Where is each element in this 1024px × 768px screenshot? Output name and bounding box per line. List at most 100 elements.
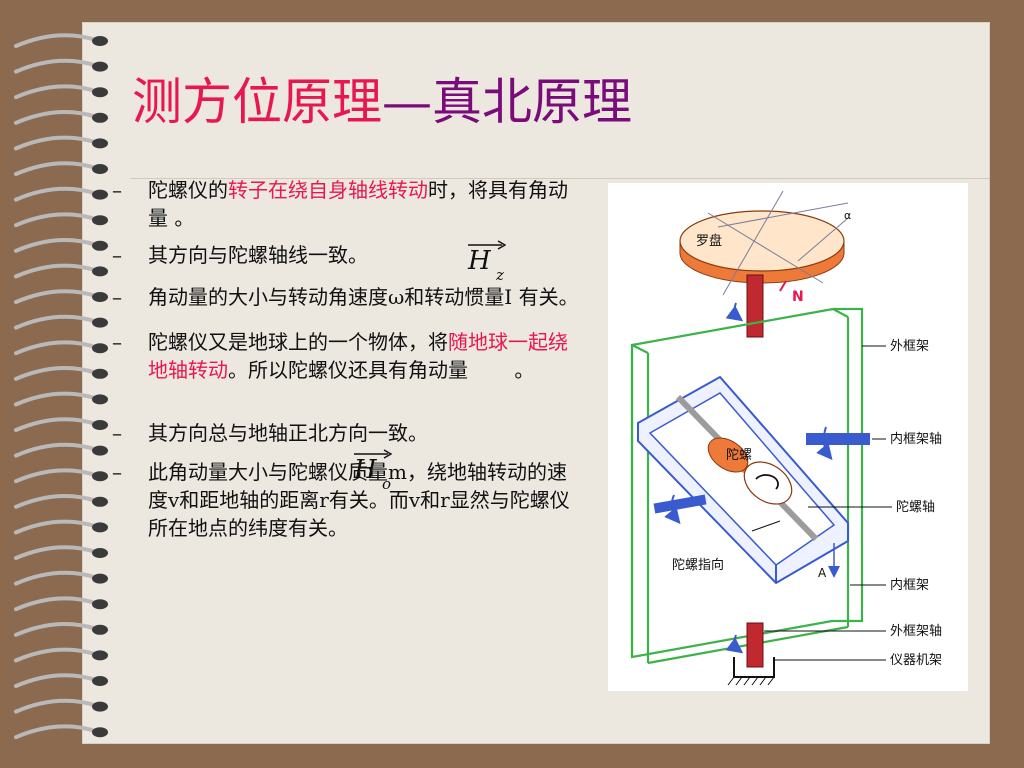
gyro-pointing-label: 陀螺指向	[672, 557, 724, 573]
bullet-item-3: – 角动量的大小与转动角速度ω和转动惯量I 有关。	[112, 283, 582, 311]
rotation-arrow-icon	[725, 634, 744, 654]
bullet-list: – 陀螺仪的转子在绕自身轴线转动时，将具有角动量 。 – 其方向与陀螺轴线一致。…	[112, 176, 582, 542]
binding-hole	[92, 368, 108, 379]
lower-shaft	[746, 622, 764, 668]
binding-ring	[14, 647, 98, 663]
bullet-text: 此角动量大小与陀螺仪质量m，绕地轴转动的速度v和距地轴的距离r有关。而v和r显然…	[148, 460, 570, 540]
base-hatching	[727, 676, 775, 686]
binding-hole	[92, 727, 108, 738]
bullet-text: 。所以陀螺仪还具有角动量 。	[228, 358, 535, 382]
binding-hole	[92, 61, 108, 72]
binding-ring	[14, 186, 98, 202]
binding-ring	[14, 33, 98, 48]
binding-hole	[92, 138, 108, 149]
bullet-marker: –	[112, 285, 122, 309]
binding-ring	[14, 314, 98, 330]
north-label: N	[792, 289, 804, 305]
title-main: 测方位原理	[132, 73, 382, 131]
title-divider	[130, 178, 990, 179]
binding-hole	[92, 624, 108, 635]
bullet-text: 陀螺仪的	[148, 178, 228, 202]
binding-hole	[92, 701, 108, 712]
rotor-label: 陀螺	[726, 447, 752, 463]
math-hz: H z	[466, 234, 512, 286]
gyro-rotor: 陀螺	[707, 437, 793, 505]
bullet-item-4: – 陀螺仪又是地球上的一个物体，将随地球一起绕地轴转动。所以陀螺仪还具有角动量 …	[112, 328, 582, 384]
binding-ring	[14, 519, 98, 535]
binding-ring	[14, 263, 98, 279]
binding-ring	[14, 494, 98, 509]
bullet-item-5: – 其方向总与地轴正北方向一致。	[112, 419, 582, 447]
bullet-highlight: 随地球一起绕地轴转动	[148, 330, 568, 382]
gyroscope-diagram-svg: 罗盘 α N	[630, 190, 942, 686]
binding-hole	[92, 676, 108, 686]
inner-frame	[637, 375, 849, 585]
bullet-marker: –	[112, 178, 122, 202]
title-sub: —真北原理	[382, 73, 632, 131]
bullet-marker: –	[112, 243, 122, 267]
instrument-base	[733, 657, 775, 678]
binding-hole	[92, 189, 108, 200]
spin-arrow-icon	[755, 474, 779, 490]
binding-ring	[14, 238, 98, 253]
binding-hole	[92, 445, 108, 456]
binding-hole	[92, 573, 108, 584]
bullet-text: 其方向与陀螺轴线一致。	[148, 243, 368, 267]
bullet-item-6: – 此角动量大小与陀螺仪质量m，绕地轴转动的速度v和距地轴的距离r有关。而v和r…	[112, 458, 582, 542]
binding-ring	[14, 161, 98, 176]
binding-ring	[14, 622, 98, 637]
bullet-text: 时，将具有角动量 。	[148, 178, 568, 230]
slide-title: 测方位原理—真北原理	[132, 72, 632, 132]
binding-ring	[14, 391, 98, 407]
binding-hole	[92, 266, 108, 277]
binding-hole	[92, 112, 108, 123]
bullet-item-1: – 陀螺仪的转子在绕自身轴线转动时，将具有角动量 。	[112, 176, 582, 232]
bullet-marker: –	[112, 330, 122, 354]
binding-hole	[92, 496, 108, 507]
binding-hole	[92, 36, 108, 46]
math-symbol: H	[468, 246, 491, 276]
binding-ring	[14, 84, 98, 100]
gyro-axis-label: 陀螺轴	[896, 499, 935, 515]
binding-ring	[14, 596, 98, 612]
inner-frame-label: 内框架	[890, 577, 929, 593]
bullet-highlight: 转子在绕自身轴线转动	[228, 178, 428, 202]
compass-disc: 罗盘 α	[679, 190, 851, 296]
math-ho: H o	[352, 443, 402, 495]
binding-ring	[14, 570, 98, 586]
inner-frame-axis-left	[653, 494, 707, 514]
binding-ring	[14, 698, 98, 714]
binding-ring	[14, 289, 98, 304]
a-label: A	[818, 566, 827, 580]
vector-arrow-icon	[468, 240, 506, 250]
binding-ring	[14, 340, 98, 356]
spiral-binding	[14, 33, 108, 740]
gyroscope-diagram: 罗盘 α N	[608, 183, 968, 691]
binding-ring	[14, 212, 98, 228]
binding-ring	[14, 366, 98, 381]
math-subscript: o	[382, 475, 392, 493]
leader-lines	[751, 345, 892, 661]
bullet-item-2: – 其方向与陀螺轴线一致。	[112, 241, 582, 269]
binding-ring	[14, 442, 98, 458]
binding-ring	[14, 724, 98, 740]
binding-ring	[14, 135, 98, 151]
binding-ring	[14, 417, 98, 432]
binding-hole	[92, 215, 108, 226]
binding-ring	[14, 58, 98, 74]
binding-hole	[92, 394, 108, 405]
inner-frame-axis-label: 内框架轴	[890, 431, 942, 447]
upper-shaft	[746, 274, 764, 338]
bullet-marker: –	[112, 421, 122, 445]
binding-hole	[92, 292, 108, 302]
bullet-text: 角动量的大小与转动角速度ω和转动惯量I 有关。	[148, 285, 579, 309]
binding-hole	[92, 164, 108, 174]
bullet-text: 其方向总与地轴正北方向一致。	[148, 421, 428, 445]
binding-ring	[14, 110, 98, 125]
inner-frame-axis-right	[806, 433, 870, 445]
binding-hole	[92, 317, 108, 328]
diagram-labels: 外框架 内框架轴 陀螺轴 陀螺指向 内框架 外框架轴 仪器机架	[672, 339, 942, 668]
rotation-arrow-icon	[725, 302, 744, 322]
bullet-text: 陀螺仪又是地球上的一个物体，将	[148, 330, 448, 354]
